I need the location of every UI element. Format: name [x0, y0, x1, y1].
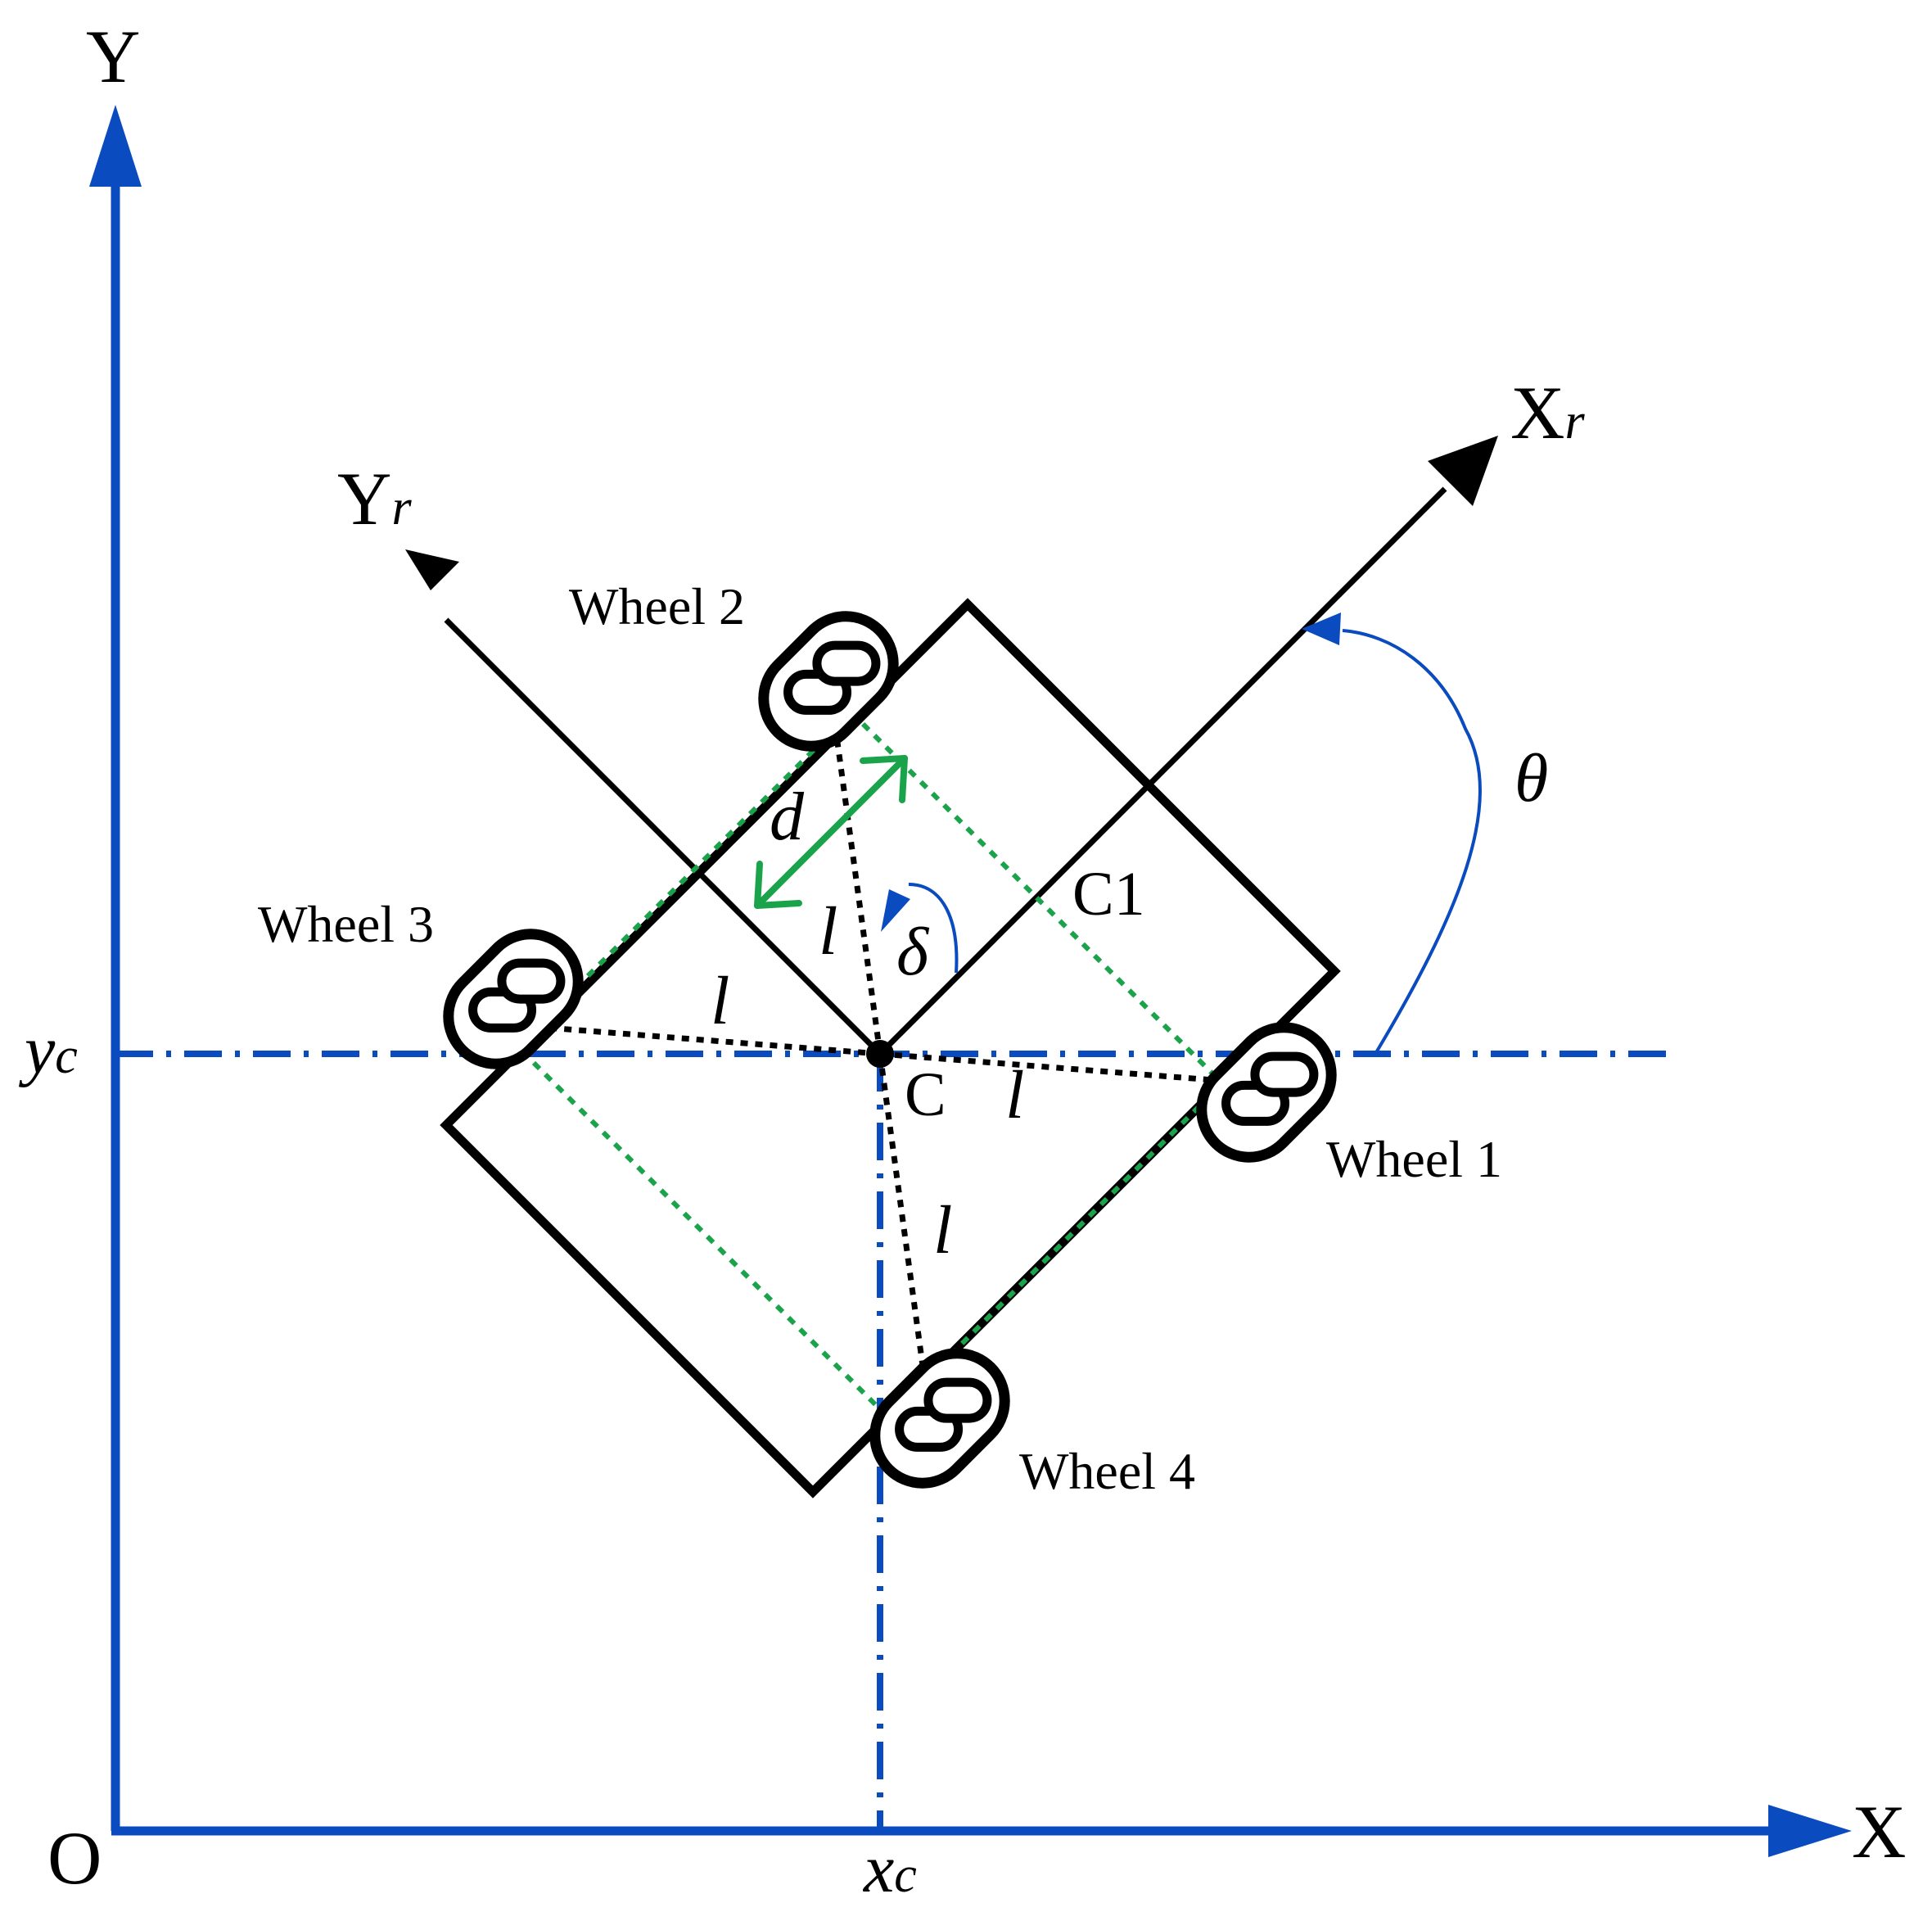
d-dimension-arrow [754, 755, 908, 909]
origin-label: O [47, 1816, 102, 1900]
l-label-wheel-2: l [819, 893, 837, 970]
c1-label: C1 [1072, 860, 1145, 929]
wheel-2 [758, 611, 899, 752]
yc-label: yc [18, 1012, 78, 1088]
wheel-distance-lines [535, 730, 1225, 1378]
l-label-wheel-1: l [1005, 1057, 1024, 1133]
x-axis-arrowhead [1768, 1805, 1852, 1857]
y-axis-arrowhead [89, 105, 142, 187]
d-arrowhead-upper [860, 755, 908, 803]
robot-frame [405, 436, 1498, 1056]
wheel-1-roller-b [1250, 1051, 1319, 1097]
xr-label: Xr [1510, 371, 1585, 454]
center-label: C [905, 1060, 946, 1129]
wheel-2-roller-b [812, 640, 881, 686]
wheel-3-label: Wheel 3 [258, 895, 434, 953]
delta-angle-arc [881, 883, 959, 974]
theta-arrowhead [1302, 612, 1341, 645]
robot-body [440, 598, 1341, 1498]
xr-axis-line [878, 486, 1447, 1056]
wheel-3-roller-b [497, 958, 566, 1004]
xc-label: xc [862, 1831, 917, 1907]
delta-label: δ [896, 914, 930, 990]
wheel-4-roller-b [923, 1377, 992, 1423]
delta-arrowhead [881, 889, 910, 932]
delta-arc-path [908, 883, 959, 974]
world-axes [89, 105, 1852, 1857]
y-axis-label: Y [86, 15, 140, 98]
distance-line-wheel-3 [535, 1024, 881, 1057]
wheel-1-label: Wheel 1 [1326, 1130, 1502, 1188]
center-point-c [866, 1040, 894, 1068]
theta-label: θ [1514, 740, 1548, 816]
wheel-1 [1196, 1022, 1337, 1163]
yr-arrowhead [405, 549, 459, 590]
x-axis-label: X [1852, 1790, 1906, 1874]
xr-arrowhead [1428, 436, 1498, 506]
distance-line-wheel-2 [833, 730, 883, 1055]
d-label: d [770, 779, 805, 855]
theta-angle-arc [1302, 612, 1482, 1055]
l-label-wheel-4: l [933, 1192, 952, 1268]
wheel-2-label: Wheel 2 [569, 577, 745, 635]
d-arrowhead-lower [754, 861, 802, 909]
yr-axis-line [444, 617, 882, 1056]
theta-arc-path [1342, 629, 1482, 1055]
wheel-3 [443, 929, 584, 1069]
wheel-4-label: Wheel 4 [1019, 1442, 1195, 1500]
wheel-4 [869, 1348, 1010, 1489]
wheel-contact-rectangle [513, 708, 1226, 1422]
yr-label: Yr [337, 457, 412, 540]
distance-line-wheel-4 [877, 1053, 928, 1378]
d-arrow-shaft [754, 755, 908, 909]
l-label-wheel-3: l [711, 963, 729, 1039]
